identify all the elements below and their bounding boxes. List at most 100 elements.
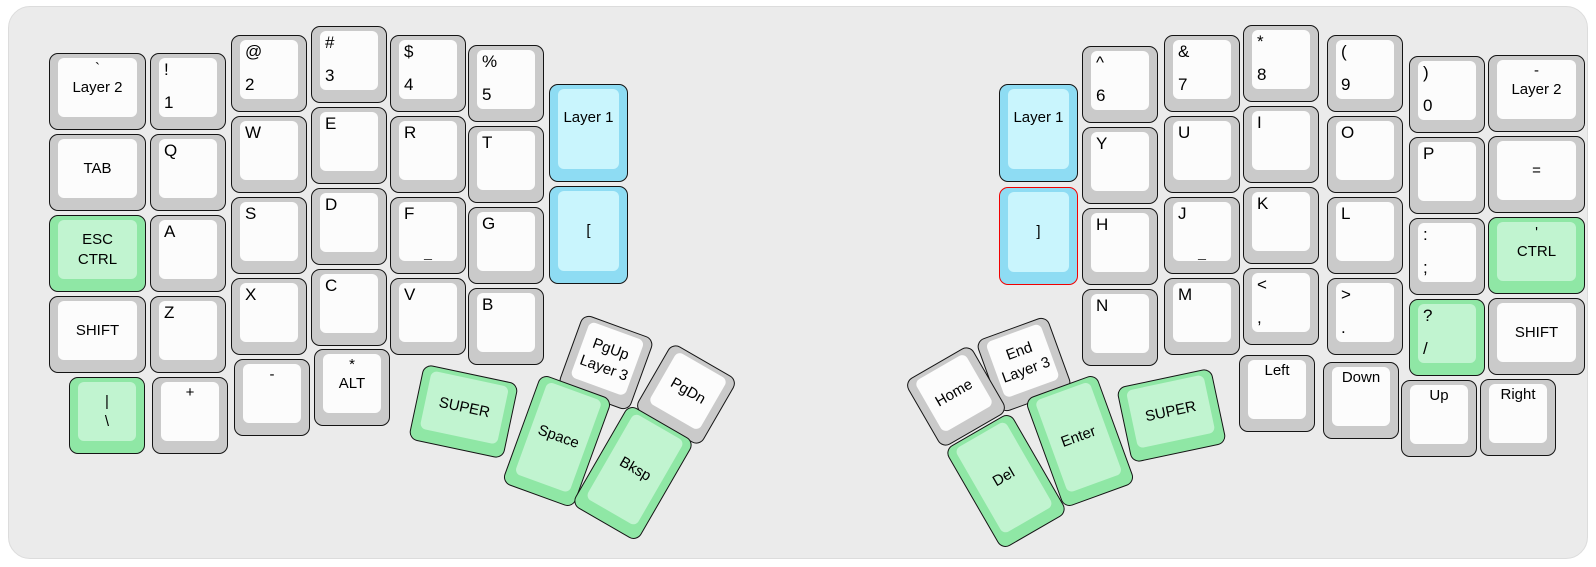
keycap-top bbox=[648, 350, 728, 432]
key-k[interactable]: K bbox=[1243, 187, 1319, 264]
key-e[interactable]: E bbox=[311, 107, 387, 184]
key-gt-period[interactable]: >. bbox=[1327, 278, 1403, 355]
key-super-right[interactable]: SUPER bbox=[1116, 367, 1227, 464]
key-star-alt[interactable]: *ALT bbox=[314, 349, 390, 426]
key-rbracket[interactable]: ] bbox=[999, 187, 1078, 285]
key-f[interactable]: F_ bbox=[390, 197, 466, 274]
keycap-top bbox=[1252, 111, 1310, 170]
key-m[interactable]: M bbox=[1164, 278, 1240, 355]
key-shift-left[interactable]: SHIFT bbox=[49, 296, 146, 373]
keycap-top bbox=[1252, 30, 1310, 89]
keycap-top bbox=[985, 323, 1060, 399]
keycap-top bbox=[320, 274, 378, 333]
keycap-top bbox=[1336, 283, 1394, 342]
key-c[interactable]: C bbox=[311, 269, 387, 346]
keycap-top bbox=[477, 293, 535, 352]
key-layer1-left[interactable]: Layer 1 bbox=[549, 84, 628, 182]
keycap-top bbox=[1008, 192, 1069, 272]
key-quote-ctrl[interactable]: 'CTRL bbox=[1488, 217, 1585, 294]
key-layer1-right[interactable]: Layer 1 bbox=[999, 84, 1078, 182]
keycap-top bbox=[914, 352, 994, 434]
keycap-top bbox=[159, 220, 217, 279]
key-x[interactable]: X bbox=[231, 278, 307, 355]
keycap-top bbox=[1091, 213, 1149, 272]
keycap-top bbox=[1497, 141, 1576, 200]
key-rparen-0[interactable]: )0 bbox=[1409, 56, 1485, 133]
keycap-top bbox=[159, 139, 217, 198]
key-i[interactable]: I bbox=[1243, 106, 1319, 183]
keycap-top bbox=[1173, 40, 1231, 99]
keycap-top bbox=[58, 58, 137, 117]
keycap-top bbox=[1091, 294, 1149, 353]
key-plus[interactable]: + bbox=[152, 377, 228, 454]
keycap-top bbox=[1091, 51, 1149, 110]
keycap-top bbox=[1497, 303, 1576, 362]
key-r[interactable]: R bbox=[390, 116, 466, 193]
key-d[interactable]: D bbox=[311, 188, 387, 265]
key-amp-7[interactable]: &7 bbox=[1164, 35, 1240, 112]
keycap-top bbox=[1173, 121, 1231, 180]
key-arrow-down[interactable]: Down bbox=[1323, 362, 1399, 439]
key-grave-layer2[interactable]: `Layer 2 bbox=[49, 53, 146, 130]
key-s[interactable]: S bbox=[231, 197, 307, 274]
key-minus-left[interactable]: - bbox=[234, 359, 310, 436]
key-j[interactable]: J_ bbox=[1164, 197, 1240, 274]
keycap-top bbox=[419, 370, 510, 445]
key-excl-1[interactable]: !1 bbox=[150, 53, 226, 130]
key-u[interactable]: U bbox=[1164, 116, 1240, 193]
keycap-top bbox=[1497, 222, 1576, 281]
key-pct-5[interactable]: %5 bbox=[468, 45, 544, 122]
key-equals[interactable]: = bbox=[1488, 136, 1585, 213]
keycap-top bbox=[320, 112, 378, 171]
key-tab[interactable]: TAB bbox=[49, 134, 146, 211]
key-lt-comma[interactable]: <, bbox=[1243, 268, 1319, 345]
key-y[interactable]: Y bbox=[1082, 127, 1158, 204]
keycap-top bbox=[1497, 60, 1576, 119]
key-g[interactable]: G bbox=[468, 207, 544, 284]
key-question-slash[interactable]: ?/ bbox=[1409, 299, 1485, 376]
keycap-top bbox=[159, 301, 217, 360]
keycap-top bbox=[58, 139, 137, 198]
key-v[interactable]: V bbox=[390, 278, 466, 355]
key-a[interactable]: A bbox=[150, 215, 226, 292]
key-h[interactable]: H bbox=[1082, 208, 1158, 285]
key-q[interactable]: Q bbox=[150, 134, 226, 211]
key-arrow-left[interactable]: Left bbox=[1239, 355, 1315, 432]
key-l[interactable]: L bbox=[1327, 197, 1403, 274]
keycap-top bbox=[1008, 89, 1069, 169]
key-p[interactable]: P bbox=[1409, 137, 1485, 214]
keycap-top bbox=[240, 40, 298, 99]
keycap-top bbox=[161, 382, 219, 441]
key-arrow-right[interactable]: Right bbox=[1480, 379, 1556, 456]
key-super-left[interactable]: SUPER bbox=[408, 363, 519, 460]
key-colon-semi[interactable]: :; bbox=[1409, 218, 1485, 295]
key-dollar-4[interactable]: $4 bbox=[390, 35, 466, 112]
keycap-top bbox=[399, 121, 457, 180]
key-w[interactable]: W bbox=[231, 116, 307, 193]
key-o[interactable]: O bbox=[1327, 116, 1403, 193]
key-star-8[interactable]: *8 bbox=[1243, 25, 1319, 102]
keycap-top bbox=[1489, 384, 1547, 443]
keycap-top bbox=[240, 283, 298, 342]
key-lbracket[interactable]: [ bbox=[549, 186, 628, 284]
key-esc-ctrl[interactable]: ESC CTRL bbox=[49, 215, 146, 292]
keycap-top bbox=[1173, 202, 1231, 261]
keycap-top bbox=[1252, 273, 1310, 332]
key-hash-3[interactable]: #3 bbox=[311, 26, 387, 103]
key-b[interactable]: B bbox=[468, 288, 544, 365]
key-n[interactable]: N bbox=[1082, 289, 1158, 366]
key-at-2[interactable]: @2 bbox=[231, 35, 307, 112]
key-pipe-backslash[interactable]: | \ bbox=[69, 377, 145, 454]
keycap-top bbox=[399, 202, 457, 261]
key-minus-layer2[interactable]: -Layer 2 bbox=[1488, 55, 1585, 132]
keycap-top bbox=[1248, 360, 1306, 419]
keycap-top bbox=[1173, 283, 1231, 342]
key-lparen-9[interactable]: (9 bbox=[1327, 35, 1403, 112]
key-z[interactable]: Z bbox=[150, 296, 226, 373]
key-t[interactable]: T bbox=[468, 126, 544, 203]
key-caret-6[interactable]: ^6 bbox=[1082, 46, 1158, 123]
key-arrow-up[interactable]: Up bbox=[1401, 380, 1477, 457]
key-shift-right[interactable]: SHIFT bbox=[1488, 298, 1585, 375]
